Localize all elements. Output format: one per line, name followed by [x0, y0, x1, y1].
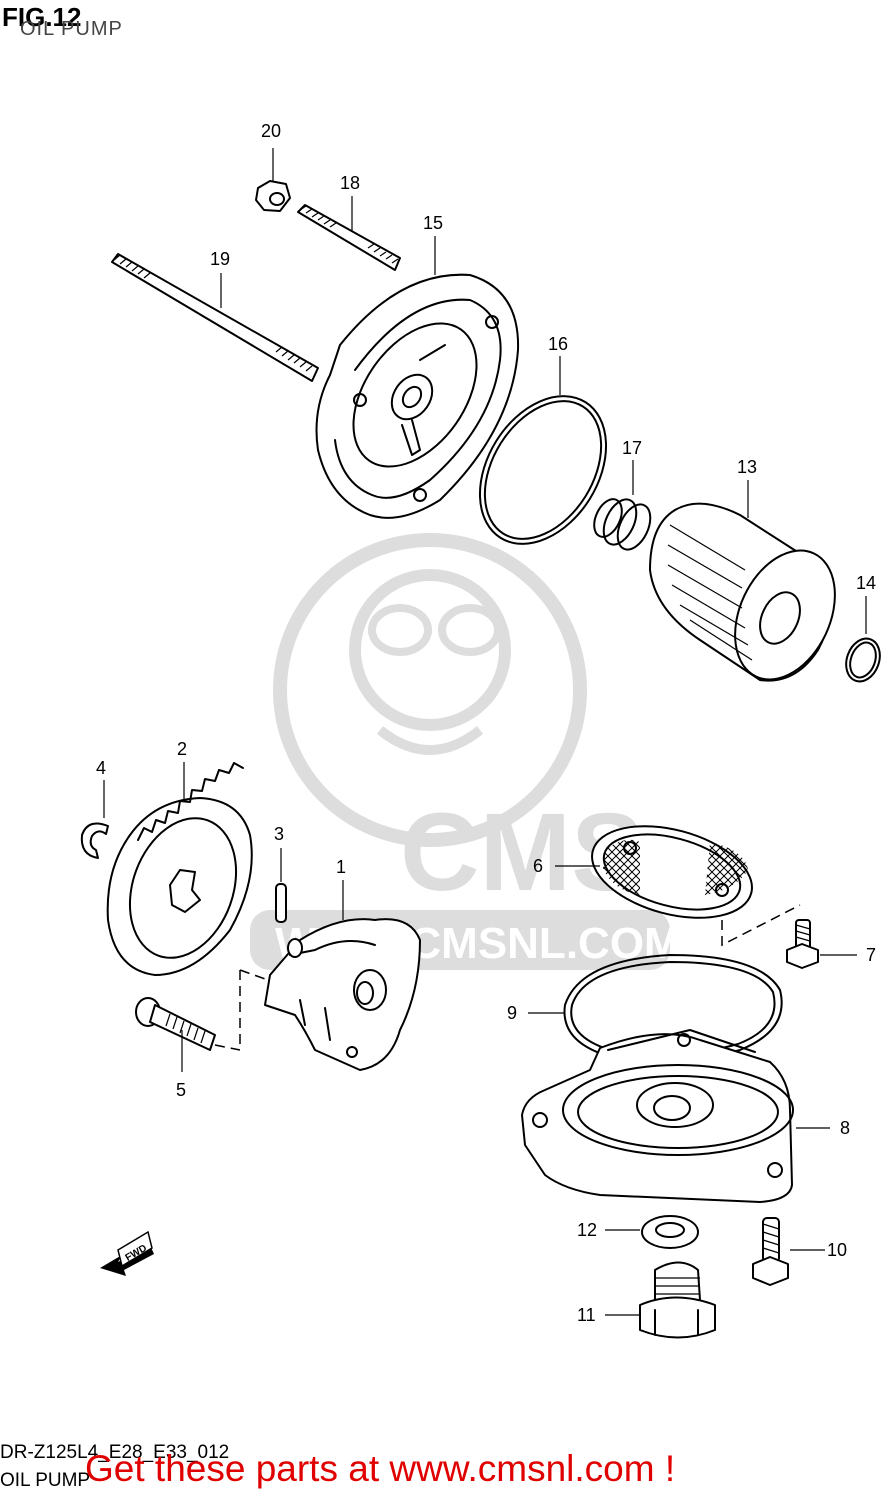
callout-2: 2 — [177, 739, 187, 759]
part-11-drain-plug — [639, 1261, 716, 1339]
callout-9: 9 — [507, 1003, 517, 1023]
part-7-bolt — [786, 919, 819, 969]
callout-17: 17 — [622, 438, 642, 458]
part-17-spring — [593, 498, 652, 551]
callout-4: 4 — [96, 758, 106, 778]
callout-13: 13 — [737, 457, 757, 477]
callout-7: 7 — [866, 945, 876, 965]
callout-3: 3 — [274, 824, 284, 844]
callout-6: 6 — [533, 856, 543, 876]
fig-number: FIG.12 — [2, 2, 82, 32]
part-14-o-ring — [845, 637, 881, 683]
callout-16: 16 — [548, 334, 568, 354]
callout-14: 14 — [856, 573, 876, 593]
part-15-filter-cap — [315, 273, 520, 519]
callout-20: 20 — [261, 121, 281, 141]
callout-1: 1 — [336, 857, 346, 877]
model-code: DR-Z125L4_E28_E33_012 — [0, 1442, 230, 1463]
part-5-bolt — [135, 997, 216, 1051]
footer-name: OIL PUMP — [0, 1470, 91, 1491]
part-1-oil-pump — [264, 918, 421, 1071]
promo-link[interactable]: Get these parts at www.cmsnl.com ! — [85, 1448, 676, 1489]
cms-watermark: CMS WWW.CMSNL.COM — [250, 533, 681, 970]
callout-15: 15 — [423, 213, 443, 233]
part-16-o-ring — [478, 395, 608, 545]
callout-5: 5 — [176, 1080, 186, 1100]
fwd-arrow-icon: FWD — [100, 1230, 154, 1276]
part-20-nut — [255, 180, 291, 212]
part-8-strainer-cap — [521, 1029, 794, 1203]
part-13-oil-filter — [649, 502, 836, 682]
callout-18: 18 — [340, 173, 360, 193]
part-18-stud — [297, 204, 401, 271]
part-4-circlip — [80, 822, 109, 859]
callout-11: 11 — [577, 1305, 596, 1325]
part-6-oil-screen — [591, 825, 753, 919]
callout-10: 10 — [827, 1240, 847, 1260]
part-2-pump-gear — [106, 762, 253, 976]
callout-12: 12 — [577, 1220, 597, 1240]
callout-19: 19 — [210, 249, 230, 269]
callout-8: 8 — [840, 1118, 850, 1138]
part-3-pin — [275, 883, 287, 923]
part-10-bolt — [752, 1217, 789, 1286]
part-19-long-stud — [111, 253, 319, 382]
fig-title: OIL PUMP — [20, 18, 123, 40]
part-12-washer — [641, 1215, 699, 1249]
